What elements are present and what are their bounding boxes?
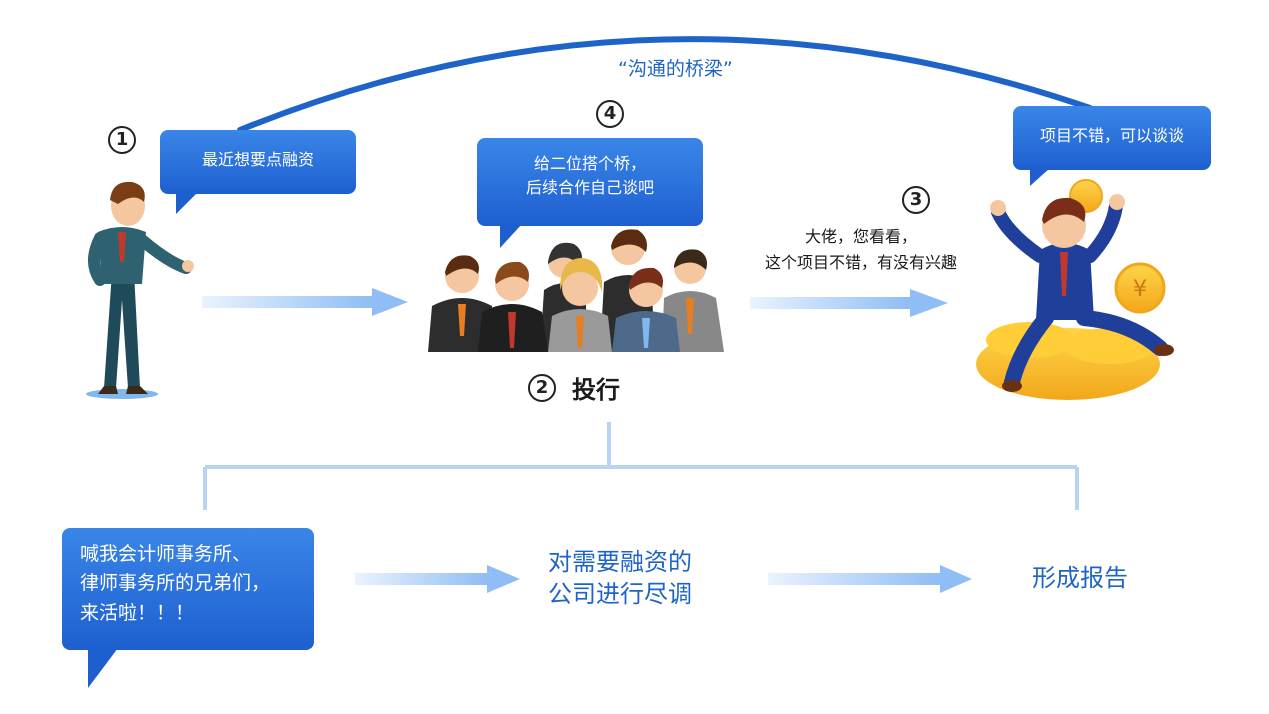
investor-bubble-tail [1030, 168, 1050, 186]
accountants-bubble-tail [88, 648, 118, 688]
arrow-bank-to-investor [750, 289, 948, 317]
step-1-marker: 1 [108, 126, 136, 154]
connector-lines [203, 422, 1079, 510]
svg-text:¥: ¥ [1133, 277, 1147, 302]
arrow-dd-to-report [768, 565, 972, 593]
investor-speech-bubble: 项目不错，可以谈谈 [1013, 106, 1211, 170]
report-step: 形成报告 [1032, 564, 1128, 592]
bank-speech-line-1: 给二位搭个桥， [533, 154, 646, 173]
bank-speech-line-2: 后续合作自己谈吧 [525, 178, 654, 197]
accountants-line-1: 喊我会计师事务所、 [80, 543, 252, 565]
investment-bank-label: 投行 [572, 376, 620, 404]
founder-figure-icon [86, 181, 194, 399]
accountants-line-3: 来活啦！！！ [80, 601, 195, 624]
founder-speech-bubble: 最近想要点融资 [160, 130, 356, 194]
founder-bubble-tail [176, 192, 198, 214]
pitch-line-1: 大佬，您看看， [804, 227, 917, 246]
pitch-line-2: 这个项目不错，有没有兴趣 [764, 252, 957, 272]
due-diligence-line-1: 对需要融资的 [548, 548, 692, 576]
due-diligence-step: 对需要融资的 公司进行尽调 [520, 546, 720, 611]
accountants-line-2: 律师事务所的兄弟们， [80, 572, 271, 595]
step-3-marker: 3 [902, 186, 930, 214]
bridge-arc [237, 36, 1093, 133]
bank-bubble-tail [500, 224, 522, 248]
bankers-group-icon [428, 229, 724, 352]
arrow-founder-to-bank [202, 288, 408, 316]
arrow-accountants-to-dd [355, 565, 520, 593]
founder-speech-text: 最近想要点融资 [201, 150, 314, 169]
step-2-marker: 2 [528, 374, 556, 402]
step-4-marker: 4 [596, 100, 624, 128]
due-diligence-line-2: 公司进行尽调 [548, 580, 692, 609]
investor-figure-icon: ¥ [976, 179, 1174, 400]
accountants-speech-bubble: 喊我会计师事务所、 律师事务所的兄弟们， 来活啦！！！ [62, 528, 314, 650]
bridge-label: “沟通的桥梁” [618, 58, 733, 80]
investor-speech-text: 项目不错，可以谈谈 [1039, 126, 1184, 145]
bank-speech-bubble: 给二位搭个桥， 后续合作自己谈吧 [477, 138, 703, 226]
pitch-text: 大佬，您看看， 这个项目不错，有没有兴趣 [736, 224, 986, 275]
